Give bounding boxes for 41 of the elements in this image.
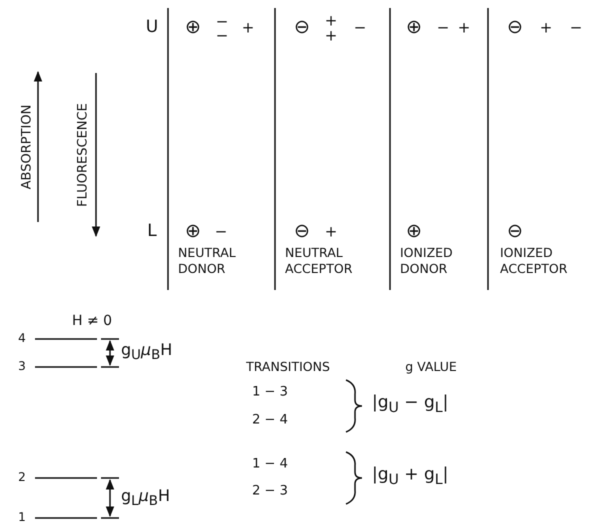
transition-pair: 1 − 3: [252, 386, 288, 400]
charge-symbol: ⊕: [185, 17, 201, 39]
center-type-label: NEUTRAL DONOR: [178, 245, 237, 278]
axis-label: FLUORESCENCE: [76, 103, 92, 207]
state-label: L: [147, 222, 157, 242]
charge-symbol: ⊕: [406, 17, 422, 39]
column-heading: TRANSITIONS: [246, 360, 330, 374]
transition-pair: 2 − 4: [252, 414, 288, 428]
charge-symbol: +: [324, 27, 338, 45]
level-number: 2: [18, 471, 26, 485]
charge-symbol: ⊖: [294, 221, 310, 243]
splitting-label: g$_{L}$μ$_{B}$H: [121, 486, 170, 510]
center-type-label: IONIZED DONOR: [400, 245, 454, 278]
charge-symbol: −: [436, 19, 450, 37]
charge-symbol: +: [324, 223, 338, 241]
charge-symbol: −: [570, 19, 582, 37]
charge-symbol: ⊖: [507, 17, 523, 39]
transition-pair: 2 − 3: [252, 484, 288, 500]
splitting-label: g$_{U}$μ$_{B}$H: [121, 340, 172, 364]
charge-symbol: +: [324, 12, 338, 30]
level-number: 4: [18, 332, 26, 346]
state-label: U: [146, 18, 158, 38]
charge-symbol: +: [242, 19, 254, 37]
column-heading: g VALUE: [405, 360, 457, 374]
transition-pair: 1 − 4: [252, 458, 288, 472]
charge-symbol: ⊖: [507, 221, 523, 243]
g-value-expression: |g$_{U}$ − g$_{L}$|: [372, 394, 448, 416]
level-number: 3: [18, 360, 26, 374]
field-condition: H ≠ 0: [72, 312, 112, 330]
center-type-label: IONIZED ACCEPTOR: [500, 245, 568, 278]
charge-symbol: ⊕: [185, 221, 201, 243]
charge-symbol: −: [214, 223, 228, 241]
charge-symbol: +: [458, 19, 470, 37]
center-type-label: NEUTRAL ACCEPTOR: [285, 245, 354, 278]
charge-symbol: −: [354, 19, 366, 37]
charge-symbol: ⊕: [406, 221, 422, 243]
level-number: 1: [18, 511, 26, 525]
charge-symbol: +: [540, 19, 552, 37]
g-value-expression: |g$_{U}$ + g$_{L}$|: [372, 466, 448, 488]
axis-label: ABSORPTION: [20, 104, 36, 190]
charge-symbol: ⊖: [294, 17, 310, 39]
